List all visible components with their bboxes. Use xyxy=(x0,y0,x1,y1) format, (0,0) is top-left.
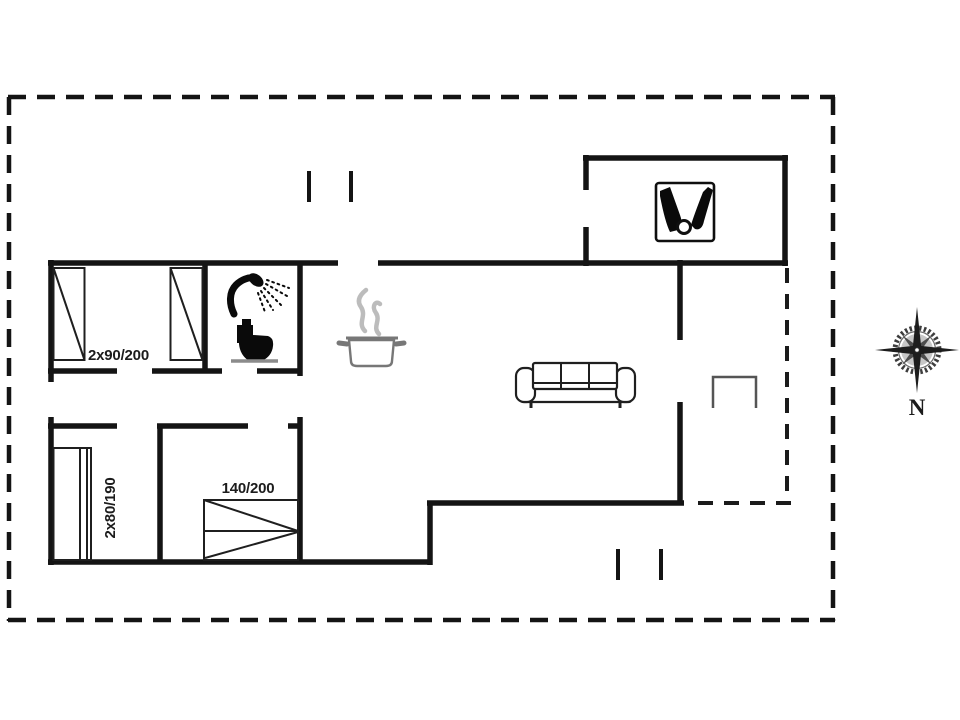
cooking-pot-icon xyxy=(336,287,407,368)
twin-beds-label: 2x90/200 xyxy=(88,347,149,364)
wall-tick-marks-top xyxy=(307,171,353,202)
wood-stove-icon xyxy=(654,181,716,243)
terrace-dashed-boundary xyxy=(687,268,792,505)
shower-icon xyxy=(227,273,290,318)
north-label: N xyxy=(909,395,926,420)
bed-single-right xyxy=(169,267,204,361)
bunk-bed-label: 2x80/190 xyxy=(102,478,119,539)
outer-dashed-boundary xyxy=(6,94,836,623)
sofa-icon xyxy=(514,361,637,408)
toilet-icon xyxy=(231,319,278,363)
compass-rose-icon: N xyxy=(875,307,959,420)
grill-shape xyxy=(711,375,758,408)
bed-single-left xyxy=(52,267,86,361)
double-bed-label: 140/200 xyxy=(222,480,275,497)
wall-tick-marks-bottom xyxy=(616,549,663,580)
bunk-bed xyxy=(52,447,92,561)
walls xyxy=(48,155,788,565)
double-bed xyxy=(203,499,299,561)
